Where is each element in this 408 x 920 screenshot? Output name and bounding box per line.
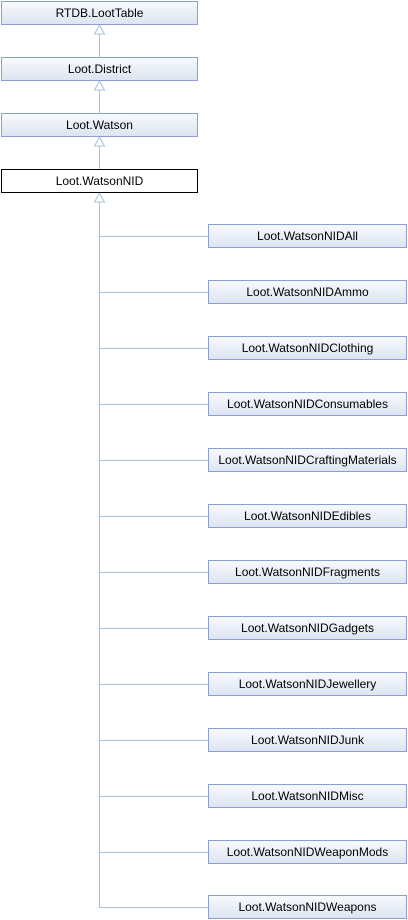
class-node-watsonnid-consumables[interactable]: Loot.WatsonNIDConsumables	[208, 392, 407, 416]
class-node-watsonnid-all[interactable]: Loot.WatsonNIDAll	[208, 224, 407, 248]
class-node-watsonnid-weapons[interactable]: Loot.WatsonNIDWeapons	[208, 895, 407, 919]
class-node-watsonnid-clothing[interactable]: Loot.WatsonNIDClothing	[208, 336, 407, 360]
class-node-rtdb-loottable[interactable]: RTDB.LootTable	[1, 1, 198, 25]
inheritance-arrow	[93, 191, 106, 203]
inheritance-arrow	[93, 23, 106, 35]
class-node-watsonnid-weaponmods[interactable]: Loot.WatsonNIDWeaponMods	[208, 840, 407, 864]
class-node-watsonnid-jewellery[interactable]: Loot.WatsonNIDJewellery	[208, 672, 407, 696]
class-node-loot-district[interactable]: Loot.District	[1, 57, 198, 81]
class-node-watsonnid-ammo[interactable]: Loot.WatsonNIDAmmo	[208, 280, 407, 304]
class-node-loot-watson[interactable]: Loot.Watson	[1, 113, 198, 137]
class-node-loot-watsonnid-current: Loot.WatsonNID	[1, 169, 198, 193]
class-node-watsonnid-edibles[interactable]: Loot.WatsonNIDEdibles	[208, 504, 407, 528]
inheritance-arrow	[93, 79, 106, 91]
class-node-watsonnid-gadgets[interactable]: Loot.WatsonNIDGadgets	[208, 616, 407, 640]
class-node-watsonnid-misc[interactable]: Loot.WatsonNIDMisc	[208, 784, 407, 808]
class-node-watsonnid-fragments[interactable]: Loot.WatsonNIDFragments	[208, 560, 407, 584]
class-node-watsonnid-craftingmaterials[interactable]: Loot.WatsonNIDCraftingMaterials	[208, 448, 407, 472]
inheritance-arrow	[93, 135, 106, 147]
class-node-watsonnid-junk[interactable]: Loot.WatsonNIDJunk	[208, 728, 407, 752]
